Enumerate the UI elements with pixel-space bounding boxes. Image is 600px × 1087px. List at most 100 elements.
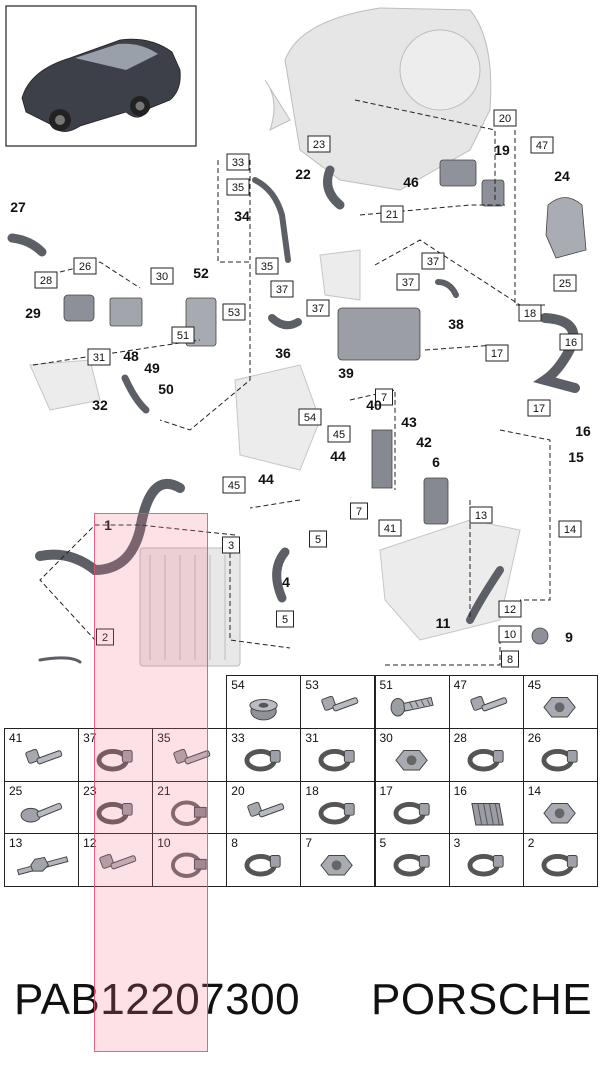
callout-box: 5: [276, 610, 294, 628]
callout-box: 23: [307, 135, 331, 153]
callout-box: 35: [255, 257, 279, 275]
callout-label: 24: [554, 168, 570, 184]
callout-box: 35: [226, 178, 250, 196]
part-number-label: 2: [527, 836, 535, 851]
callout-frame: [493, 109, 517, 127]
callout-label: 11: [436, 615, 451, 631]
callout-frame: [306, 299, 330, 317]
part-number-label: 5: [379, 836, 387, 851]
callout-frame: [378, 519, 402, 537]
callout-frame: [309, 530, 327, 548]
part-cell: 21: [152, 780, 228, 835]
callout-label: 20: [499, 113, 511, 125]
callout-frame: [469, 506, 493, 524]
callout-label: 10: [504, 629, 516, 641]
callout-label: 18: [524, 308, 536, 320]
callout-label: 52: [193, 265, 209, 281]
callout-number: 9: [565, 629, 573, 645]
callout-label: 34: [234, 208, 250, 224]
callout-frame: [222, 303, 246, 321]
callout-frame: [498, 625, 522, 643]
callout-frame: [421, 252, 445, 270]
callout-box: 17: [527, 399, 551, 417]
callout-label: 37: [276, 284, 288, 296]
callout-label: 44: [330, 448, 346, 464]
part-cell: 7: [300, 833, 376, 887]
callout-box: 10: [498, 625, 522, 643]
callout-box: 33: [226, 153, 250, 171]
callout-frame: [276, 610, 294, 628]
callout-box: 37: [396, 273, 420, 291]
part-cell: 12: [78, 833, 154, 887]
callout-label: 41: [384, 523, 396, 535]
callout-label: 46: [403, 174, 419, 190]
callout-label: 2: [102, 632, 108, 644]
callout-box: 30: [150, 267, 174, 285]
callout-frame: [559, 333, 583, 351]
callout-frame: [222, 476, 246, 494]
callout-box: 41: [378, 519, 402, 537]
callout-box: 7: [350, 502, 368, 520]
callout-label: 37: [427, 256, 439, 268]
callout-label: 7: [356, 506, 362, 518]
callout-box: 7: [375, 388, 393, 406]
callout-label: 29: [25, 305, 41, 321]
part-cell: 8: [226, 833, 302, 887]
callout-number: 44: [330, 448, 346, 464]
callout-label: 5: [315, 534, 321, 546]
part-number-label: 26: [527, 730, 542, 745]
callout-number: 22: [295, 166, 311, 182]
part-number-label: 3: [453, 836, 461, 851]
part-number-label: 54: [231, 678, 245, 692]
part-number-label: 8: [231, 836, 238, 851]
callout-label: 16: [565, 337, 577, 349]
callout-frame: [380, 205, 404, 223]
callout-label: 47: [536, 140, 548, 152]
callout-frame: [558, 520, 582, 538]
radiator-ghost: [139, 547, 241, 667]
callout-label: 9: [565, 629, 573, 645]
callout-box: 51: [171, 326, 195, 344]
highlight-overlay: [94, 513, 208, 1052]
part-number-label: 47: [453, 678, 467, 692]
callout-box: 3: [222, 536, 240, 554]
callout-number: 16: [575, 423, 591, 439]
part-cell: 31: [300, 727, 376, 782]
callout-number: 36: [275, 345, 291, 361]
callout-label: 40: [366, 397, 382, 413]
callout-frame: [375, 388, 393, 406]
callout-label: 19: [494, 142, 510, 158]
part-number-label: 16: [453, 783, 467, 798]
callout-label: 8: [507, 654, 513, 666]
callout-label: 37: [402, 277, 414, 289]
callout-number: 43: [401, 414, 417, 430]
brand-name: PORSCHE: [371, 975, 593, 1024]
callout-label: 15: [568, 449, 584, 465]
callout-number: 34: [234, 208, 250, 224]
callout-box: 5: [309, 530, 327, 548]
callout-label: 21: [386, 209, 398, 221]
callout-frame: [350, 502, 368, 520]
callout-label: 4: [282, 574, 290, 590]
part-cell: 26: [522, 727, 598, 782]
callout-label: 14: [564, 524, 576, 536]
callout-label: 32: [92, 397, 108, 413]
part-number-label: 51: [379, 678, 393, 692]
part-cell: 28: [448, 727, 524, 782]
callout-label: 53: [228, 307, 240, 319]
callout-frame: [73, 257, 97, 275]
callout-box: 12: [498, 600, 522, 618]
part-cell: 2: [522, 833, 598, 887]
callout-box: 31: [87, 348, 111, 366]
part-cell: 30: [374, 727, 450, 782]
part-cell: 20: [226, 780, 302, 835]
callout-box: 28: [34, 271, 58, 289]
callout-number: 44: [258, 471, 274, 487]
transmission-ghost: [264, 7, 492, 191]
callout-number: 19: [494, 142, 510, 158]
part-cell: 18: [300, 780, 376, 835]
callout-label: 7: [381, 392, 387, 404]
part-number-label: 45: [527, 678, 542, 692]
callout-label: 27: [10, 199, 26, 215]
